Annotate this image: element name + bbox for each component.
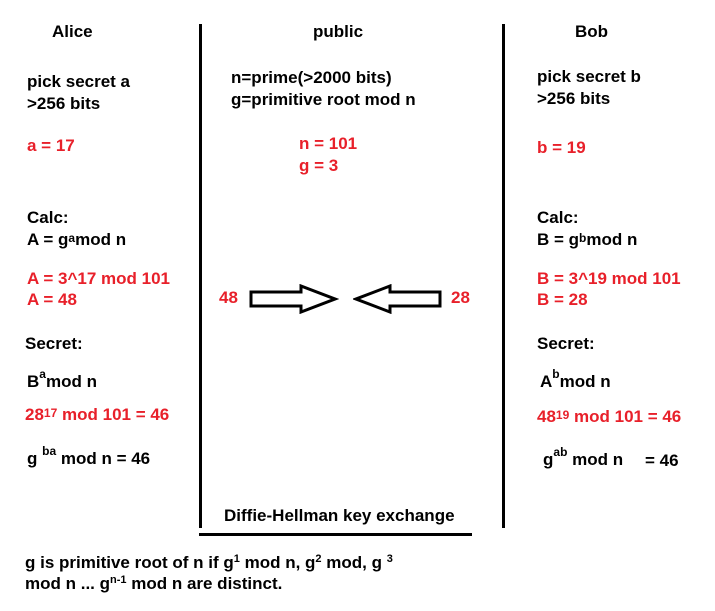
alice-final-tail: mod n = 46 <box>56 449 151 468</box>
public-right-number: 28 <box>451 288 470 307</box>
alice-pick-line2: >256 bits <box>27 94 101 113</box>
bob-calc-base: B = g <box>537 230 580 249</box>
left-divider <box>199 24 202 528</box>
public-left-number: 48 <box>219 288 238 307</box>
bob-final-base: g <box>543 450 554 469</box>
bob-secret-label: Secret: <box>537 334 595 353</box>
bob-pick-line1: pick secret b <box>537 67 641 86</box>
bob-calc-red2: B = 28 <box>537 290 588 309</box>
footnote-l2exp: n-1 <box>110 574 127 586</box>
alice-final-base: g <box>27 449 38 468</box>
alice-final: g ba mod n = 46 <box>27 444 151 470</box>
alice-calc-formula: A = gamod n <box>27 230 126 251</box>
bob-result-base: 48 <box>537 407 556 426</box>
bob-final: gab mod n <box>543 445 624 471</box>
alice-result-base: 28 <box>25 405 44 424</box>
footnote-l1c: mod, g <box>321 553 382 572</box>
caption: Diffie-Hellman key exchange <box>224 506 455 525</box>
footnote-l2b: mod n are distinct. <box>126 574 283 593</box>
alice-secret-formula: Bamod n <box>27 367 97 393</box>
bottom-divider <box>199 533 472 536</box>
bob-secret-tail: mod n <box>559 372 611 391</box>
alice-calc-label: Calc: <box>27 208 69 227</box>
alice-calc-red2: A = 48 <box>27 290 77 309</box>
public-line2: g=primitive root mod n <box>231 90 416 109</box>
footnote-l1b: mod n, g <box>239 553 316 572</box>
public-header: public <box>313 22 364 41</box>
arrow-right-icon <box>249 284 339 314</box>
public-g-value: g = 3 <box>299 156 339 175</box>
footnote-line2: mod n ... gn-1 mod n are distinct. <box>25 574 282 596</box>
footnote-l1exp3: 3 <box>386 553 393 565</box>
footnote-l1a: g is primitive root of n if g <box>25 553 234 572</box>
alice-secret-base: B <box>27 372 40 391</box>
bob-pick-line2: >256 bits <box>537 89 611 108</box>
alice-result-exp: 17 <box>43 406 58 420</box>
bob-final-exp: ab <box>553 445 568 459</box>
bob-secret-value: b = 19 <box>537 138 586 157</box>
bob-calc-exp: b <box>579 231 587 245</box>
alice-calc-base: A = g <box>27 230 69 249</box>
alice-header: Alice <box>52 22 93 41</box>
footnote-l1exp2: 2 <box>315 553 322 565</box>
bob-result-exp: 19 <box>555 408 570 422</box>
public-line1: n=prime(>2000 bits) <box>231 68 392 87</box>
alice-secret-exp: a <box>39 367 46 381</box>
bob-result-tail: mod 101 = 46 <box>569 407 682 426</box>
bob-result: 4819 mod 101 = 46 <box>537 407 681 428</box>
footnote-line1: g is primitive root of n if g1 mod n, g2… <box>25 553 393 575</box>
alice-result-tail: mod 101 = 46 <box>57 405 170 424</box>
alice-calc-red1: A = 3^17 mod 101 <box>27 269 171 288</box>
bob-calc-tail: mod n <box>586 230 638 249</box>
footnote-l2a: mod n ... g <box>25 574 110 593</box>
bob-calc-formula: B = gbmod n <box>537 230 637 251</box>
alice-secret-tail: mod n <box>45 372 97 391</box>
bob-secret-base: A <box>540 372 553 391</box>
alice-pick-line1: pick secret a <box>27 72 131 91</box>
footnote-l1exp1: 1 <box>233 553 240 565</box>
alice-secret-value: a = 17 <box>27 136 75 155</box>
bob-calc-red1: B = 3^19 mod 101 <box>537 269 681 288</box>
alice-result: 2817 mod 101 = 46 <box>25 405 169 426</box>
public-n-value: n = 101 <box>299 134 358 153</box>
alice-calc-exp: a <box>68 231 76 245</box>
bob-calc-label: Calc: <box>537 208 579 227</box>
alice-calc-tail: mod n <box>75 230 127 249</box>
bob-secret-exp: b <box>552 367 560 381</box>
bob-final-value: = 46 <box>645 451 679 470</box>
bob-final-tail: mod n <box>572 450 624 469</box>
arrow-left-icon <box>353 284 442 314</box>
alice-final-exp: ba <box>42 444 57 458</box>
alice-secret-label: Secret: <box>25 334 83 353</box>
bob-header: Bob <box>575 22 609 41</box>
bob-secret-formula: Abmod n <box>540 367 611 393</box>
right-divider <box>502 24 505 528</box>
